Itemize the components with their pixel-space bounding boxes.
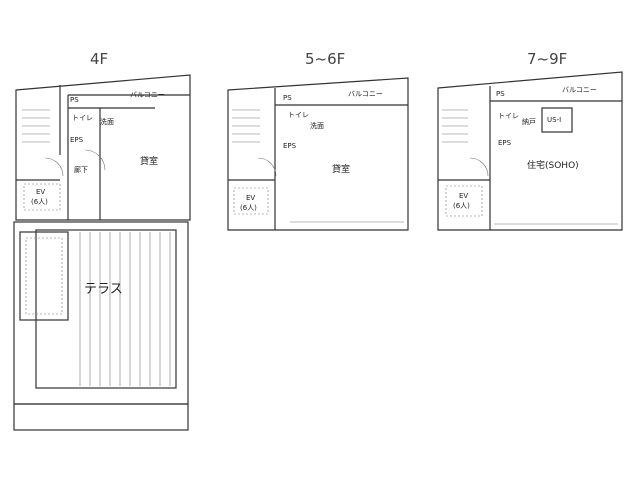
floor-plan-5-6f: 5~6F PS トイレ 洗面 EPS 貸室 バルコニー EV (6人) (227, 50, 409, 231)
room-label: 住宅(SOHO) (527, 159, 579, 171)
room-label: 廊下 (74, 165, 88, 174)
room-label: バルコニー (130, 91, 165, 99)
room-label: バルコニー (562, 86, 597, 94)
room-label: PS (70, 96, 79, 104)
room-label: トイレ (72, 114, 93, 122)
room-label: PS (496, 90, 505, 98)
room-label: バルコニー (348, 90, 383, 98)
room-label: (6人) (240, 204, 257, 212)
room-label: 洗面 (100, 117, 114, 126)
room-label: トイレ (288, 111, 309, 119)
floor-plan-7-9f: 7~9F PS トイレ 納戸 US-I EPS 住宅(SOHO) バルコニー E… (437, 50, 623, 231)
terrace-deck-lines (79, 232, 171, 386)
room-label: EV (246, 194, 255, 202)
room-label: PS (283, 94, 292, 102)
room-label: (6人) (31, 198, 48, 206)
room-label: 貸室 (140, 155, 158, 167)
floor-title: 7~9F (527, 50, 567, 68)
room-label: US-I (547, 116, 561, 124)
room-label: 洗面 (310, 121, 324, 130)
room-label: EV (459, 192, 468, 200)
room-label: テラス (84, 282, 123, 297)
room-label: 貸室 (332, 163, 350, 175)
room-label: トイレ (498, 112, 519, 120)
floor-title: 4F (90, 50, 108, 68)
room-label: EPS (283, 142, 297, 150)
room-label: EV (36, 188, 45, 196)
floor-plan-4f: 4F PS トイレ 洗面 EPS 廊下 貸室 バルコニー EV (6人) テラス (13, 50, 191, 431)
floor-title: 5~6F (305, 50, 345, 68)
room-label: EPS (498, 139, 512, 147)
room-label: 納戸 (522, 117, 536, 126)
room-label: (6人) (453, 202, 470, 210)
room-label: EPS (70, 136, 84, 144)
